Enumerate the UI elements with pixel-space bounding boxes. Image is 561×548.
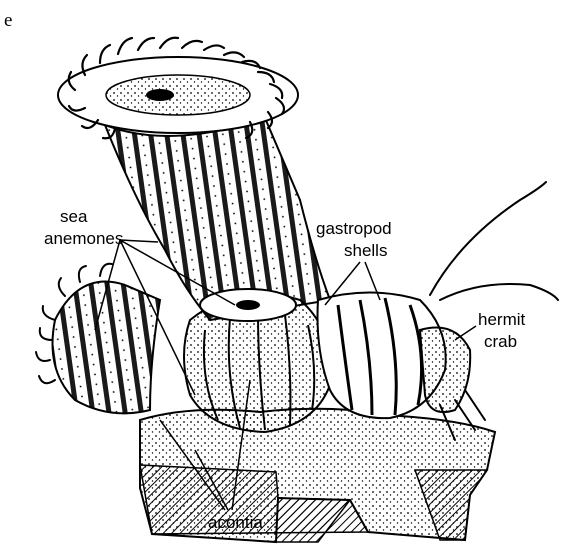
sea-anemones-label-line2: anemones xyxy=(44,229,123,248)
rock-base xyxy=(140,409,495,542)
acontia-label-text: acontia xyxy=(208,513,263,532)
hermit-crab-label-line2: crab xyxy=(484,332,517,351)
gastropod-shells-label-line2: shells xyxy=(344,241,387,260)
middle-anemone xyxy=(184,289,331,432)
tall-anemone xyxy=(58,38,330,320)
hermit-crab-label-line1: hermit xyxy=(478,310,526,329)
sea-anemones-label-line1: sea xyxy=(60,207,88,226)
left-anemone xyxy=(36,264,160,414)
gastropod-shells-label-line1: gastropod xyxy=(316,219,392,238)
corner-letter: e xyxy=(4,10,12,31)
